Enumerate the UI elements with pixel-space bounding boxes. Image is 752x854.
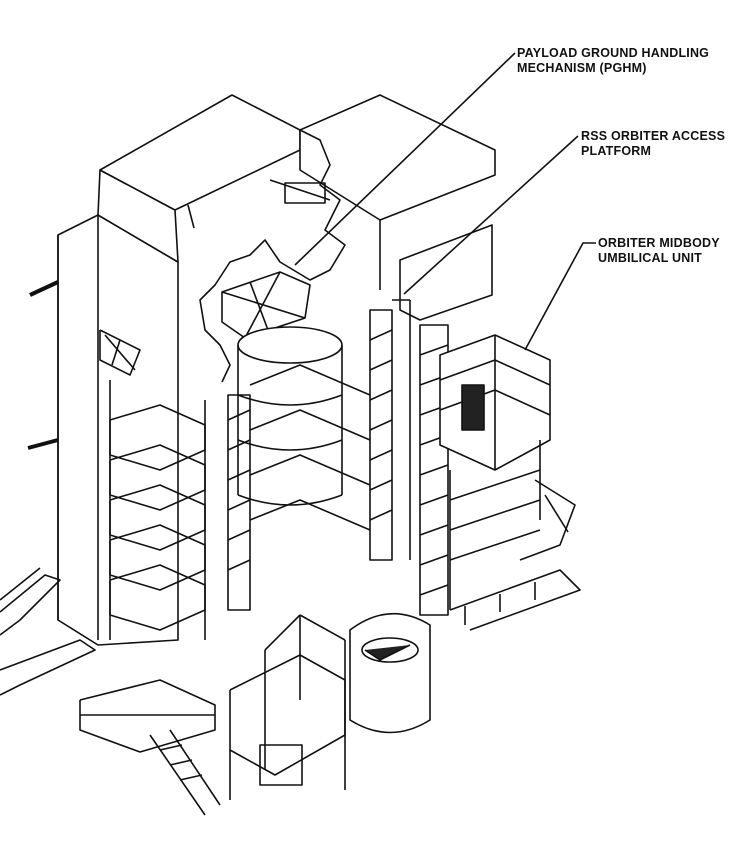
- leader-line-rss-platform: [403, 135, 579, 295]
- leader-line-pghm: [294, 52, 516, 266]
- ground-platforms: [0, 567, 581, 816]
- callout-pghm: PAYLOAD GROUND HANDLING MECHANISM (PGHM): [517, 46, 709, 76]
- orbiter-midbody-umbilical-unit: [439, 334, 576, 610]
- callout-omu-line2: UMBILICAL UNIT: [598, 251, 702, 265]
- leader-lines: [294, 52, 596, 351]
- callout-rss-platform: RSS ORBITER ACCESS PLATFORM: [581, 129, 725, 159]
- left-tower: [27, 169, 206, 646]
- callout-rss-line2: PLATFORM: [581, 144, 652, 158]
- callout-rss-line1: RSS ORBITER ACCESS: [581, 129, 726, 143]
- callout-midbody-umbilical: ORBITER MIDBODY UMBILICAL UNIT: [598, 236, 720, 266]
- roof-blocks: [99, 94, 496, 383]
- callout-pghm-line1: PAYLOAD GROUND HANDLING: [517, 46, 710, 60]
- callout-pghm-line2: MECHANISM (PGHM): [517, 61, 647, 75]
- callout-omu-line1: ORBITER MIDBODY: [598, 236, 720, 250]
- leader-line-midbody-umbilical: [524, 242, 596, 351]
- payload-bay: [221, 271, 411, 611]
